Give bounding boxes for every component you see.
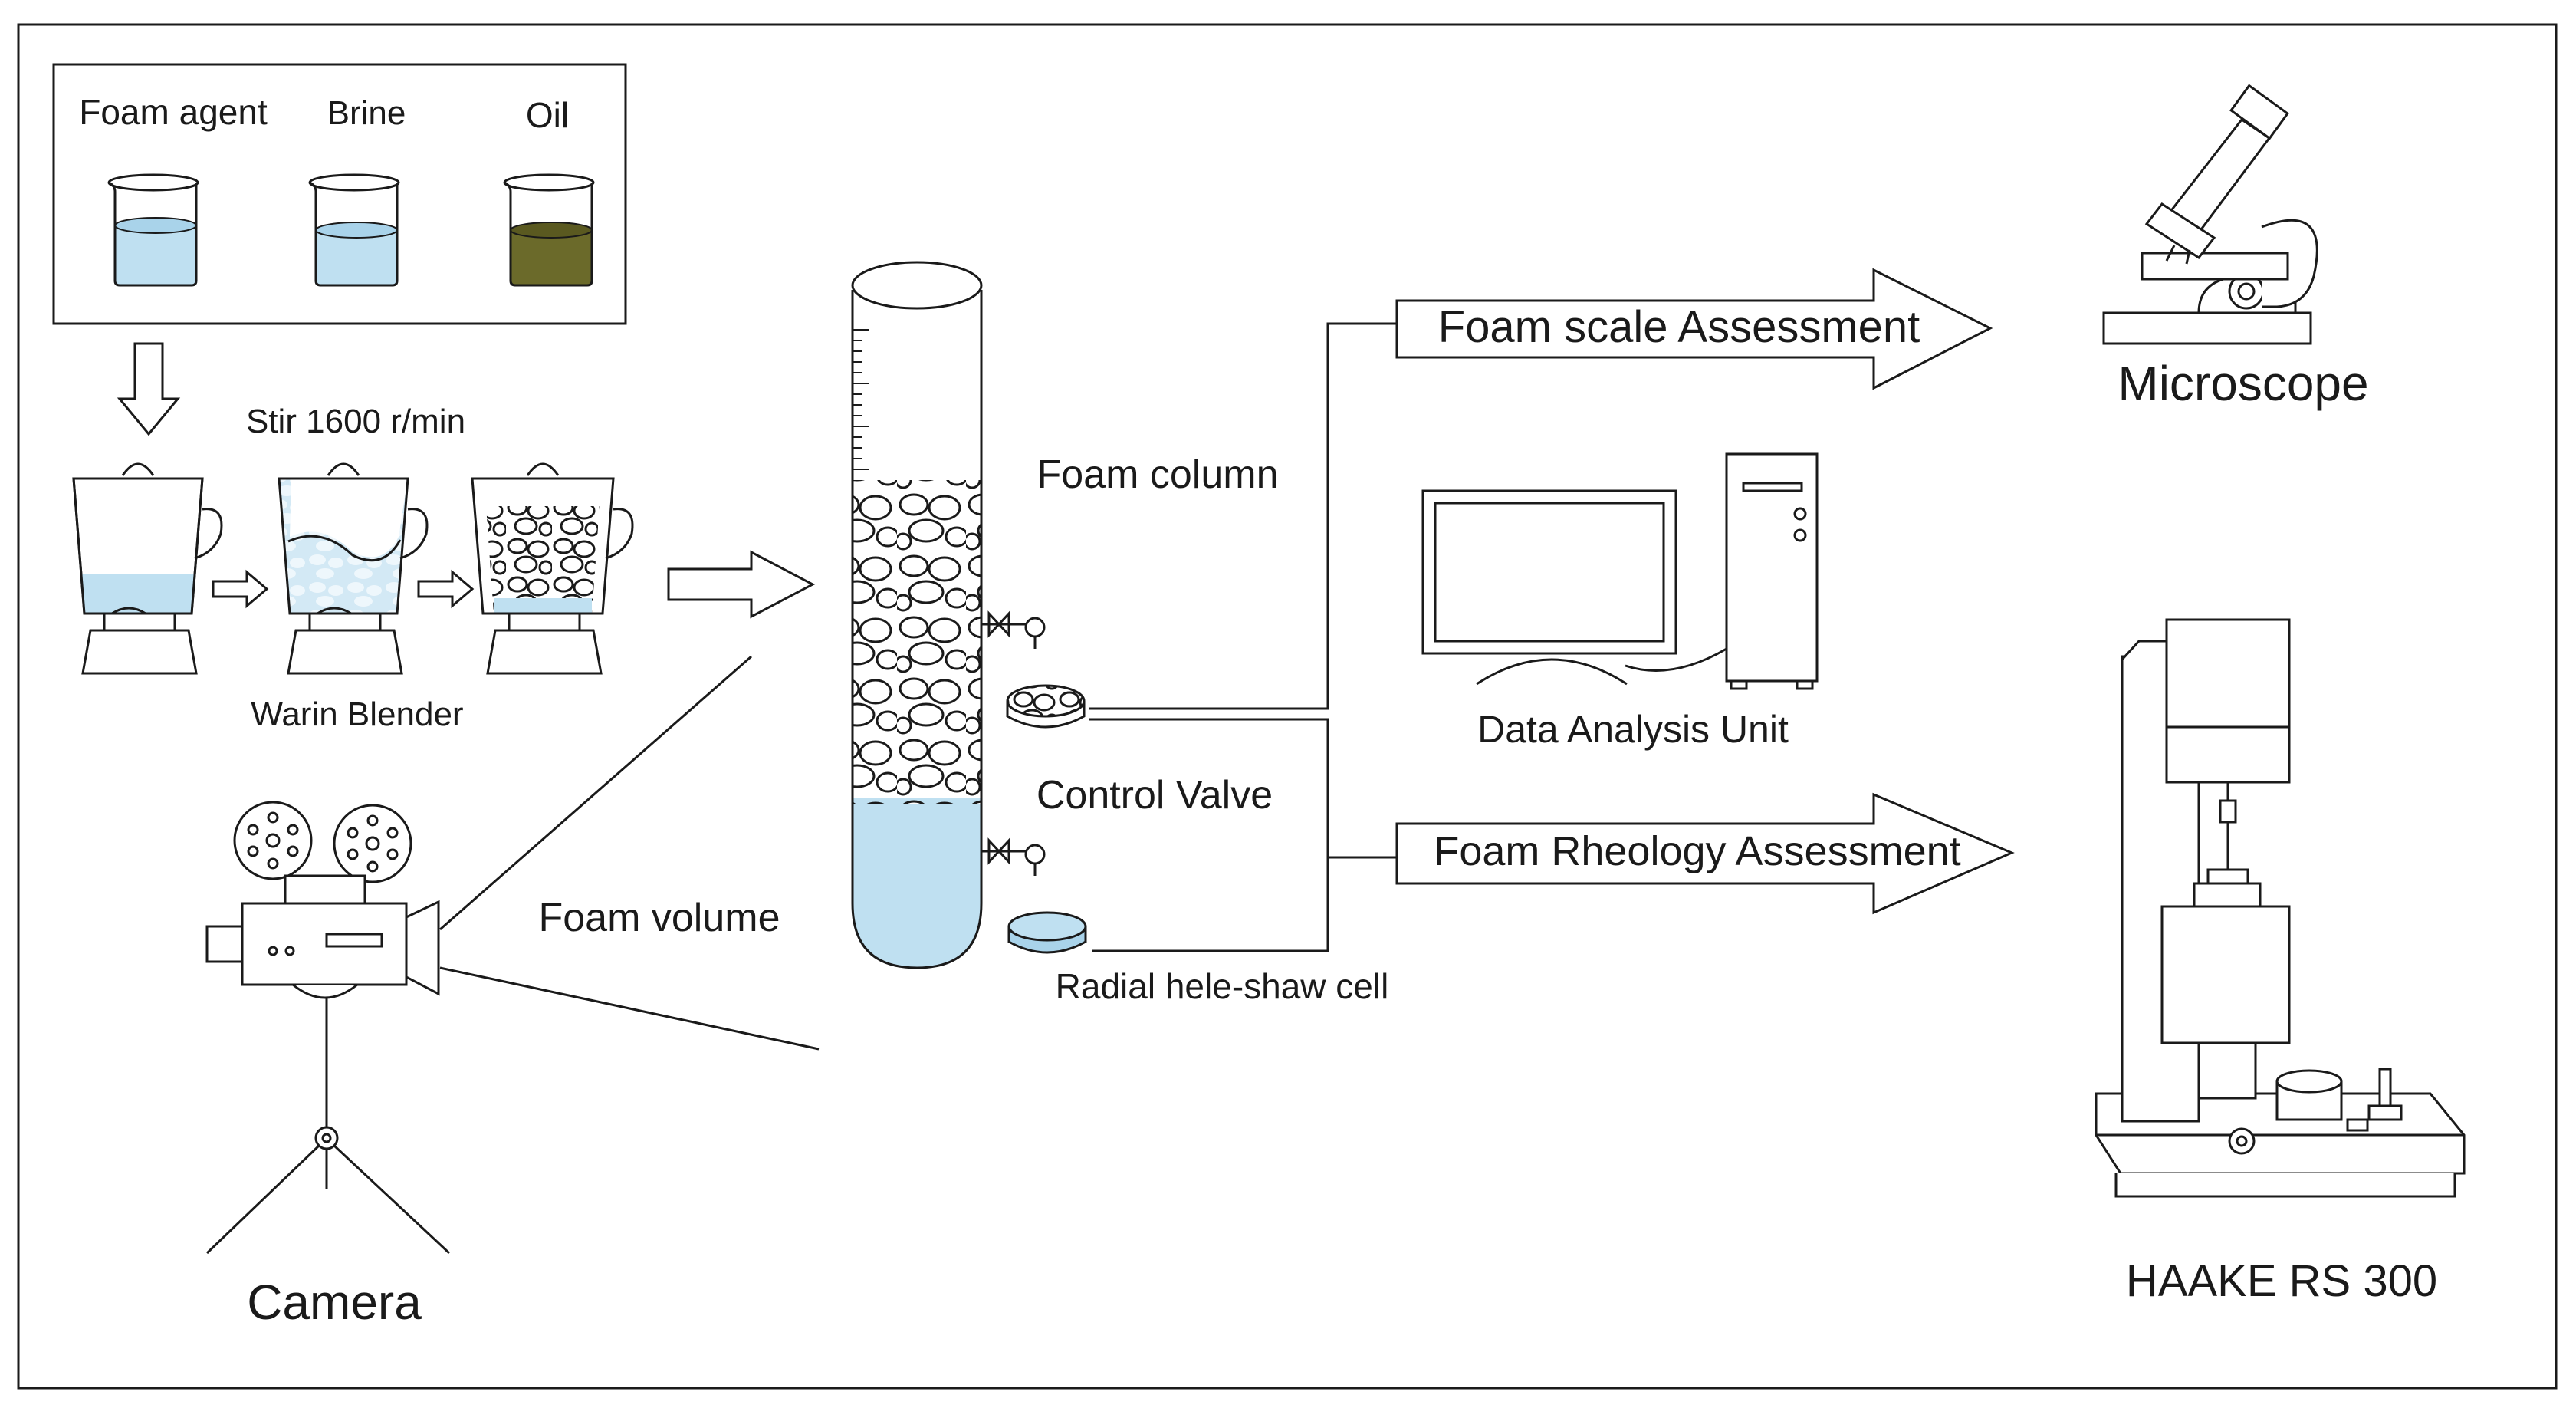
down-arrow-icon — [117, 342, 181, 436]
data-analysis-label: Data Analysis Unit — [1477, 708, 1789, 751]
foam-rheology-label: Foam Rheology Assessment — [1434, 828, 1960, 874]
foam-column-tube-icon — [851, 261, 983, 969]
microscope-icon — [2102, 84, 2318, 345]
camera-icon — [205, 801, 451, 1255]
oil-label: Oil — [526, 95, 569, 135]
computer-monitor-icon — [1421, 489, 1727, 686]
hele-shaw-cell-foam-icon — [1006, 684, 1086, 729]
foam-rheology-arrow: Foam Rheology Assessment — [1395, 792, 2015, 915]
brine-label: Brine — [327, 94, 406, 132]
right-arrow-small-2 — [417, 569, 475, 609]
hele-shaw-cell-liquid-icon — [1007, 911, 1087, 954]
control-valve-lower-icon — [981, 837, 1046, 876]
camera-view-lines — [439, 655, 820, 1051]
right-arrow-small-1 — [212, 569, 269, 609]
foam-volume-label: Foam volume — [539, 896, 780, 940]
foam-scale-arrow: Foam scale Assessment — [1395, 268, 1993, 390]
foam-scale-label: Foam scale Assessment — [1438, 302, 1921, 352]
camera-label: Camera — [247, 1275, 422, 1330]
computer-tower-icon — [1725, 452, 1819, 690]
connector-lines — [1089, 322, 1397, 952]
blender-stirring-icon — [278, 462, 429, 675]
foam-column-label: Foam column — [1037, 452, 1279, 497]
rheometer-label: HAAKE RS 300 — [2126, 1256, 2437, 1306]
blender-label: Warin Blender — [251, 696, 463, 733]
rheometer-icon — [2095, 618, 2466, 1198]
microscope-label: Microscope — [2118, 356, 2368, 411]
blender-foamed-icon — [471, 462, 634, 675]
outer-frame — [17, 23, 2558, 1390]
blender-empty-icon — [72, 462, 223, 675]
foam-agent-beaker-icon — [107, 173, 199, 287]
stir-speed-label: Stir 1600 r/min — [246, 403, 465, 440]
oil-beaker-icon — [503, 173, 595, 287]
control-valve-label: Control Valve — [1037, 773, 1273, 817]
reagents-panel: Foam agent Brine Oil — [52, 63, 627, 325]
brine-beaker-icon — [308, 173, 400, 287]
control-valve-upper-icon — [981, 610, 1046, 649]
hele-shaw-label: Radial hele-shaw cell — [1056, 966, 1389, 1006]
right-arrow-to-column — [667, 550, 816, 619]
foam-agent-label: Foam agent — [79, 92, 268, 132]
